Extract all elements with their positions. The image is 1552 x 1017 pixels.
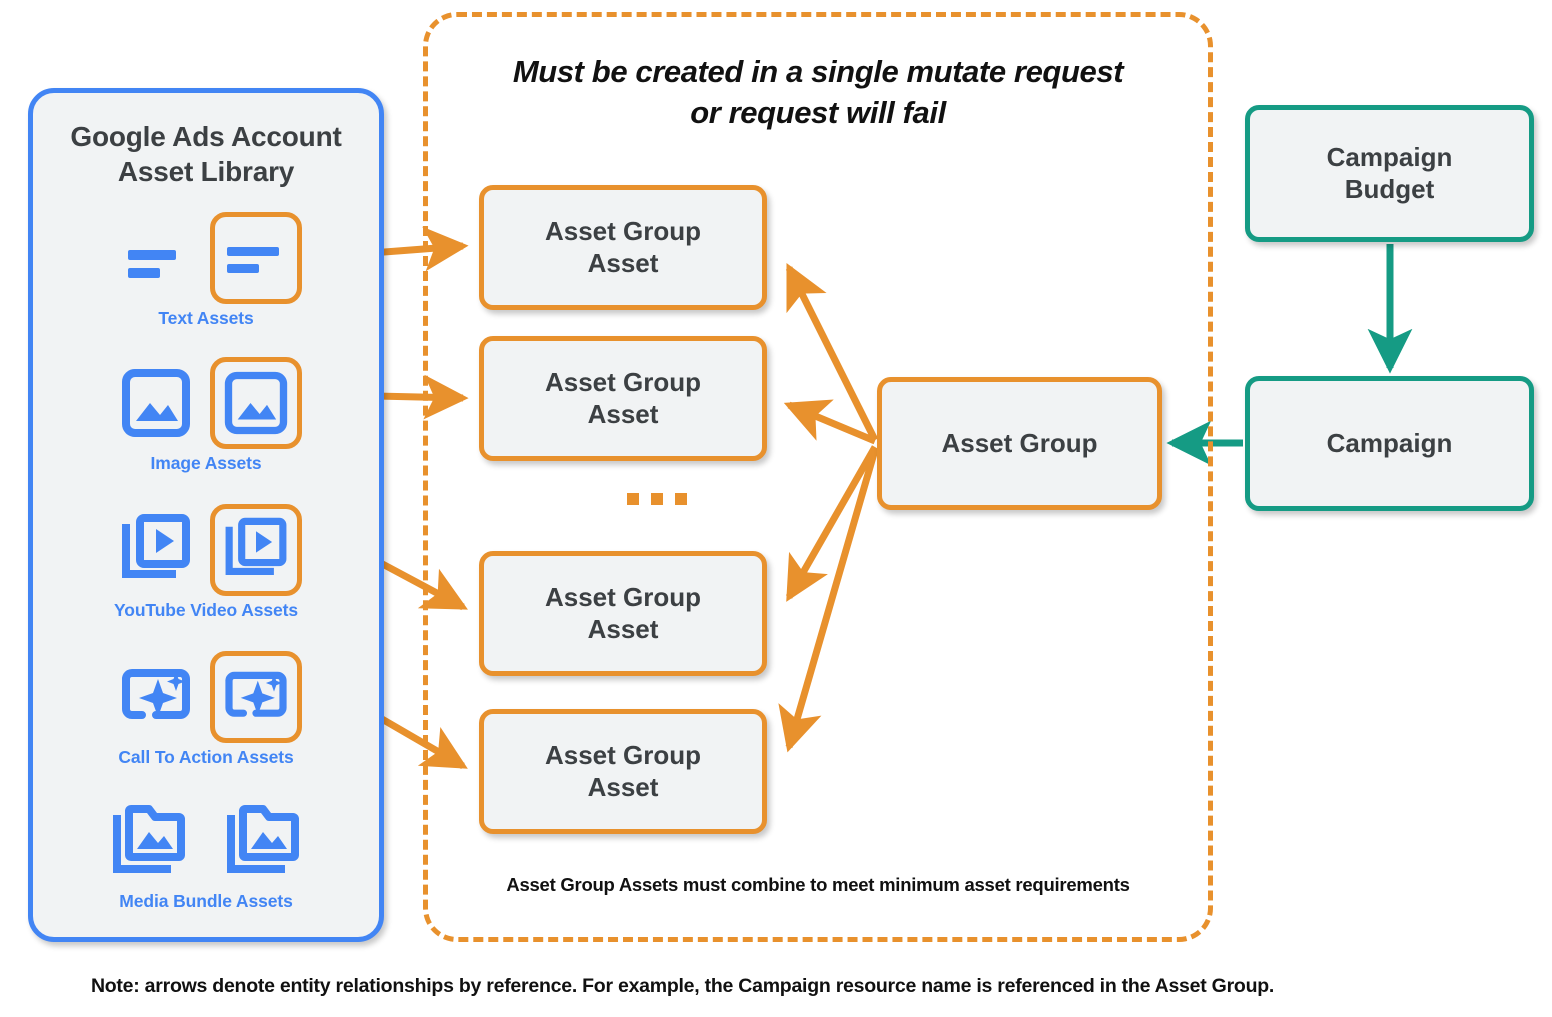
campaign-budget-line2: Budget	[1344, 173, 1435, 204]
aga-line1: Asset Group	[544, 366, 702, 397]
media-bundle-asset-icon	[103, 795, 195, 887]
asset-group-asset-node-4[interactable]: Asset Group Asset	[479, 709, 767, 834]
ellipsis-dot-2	[651, 493, 663, 505]
aga-line2: Asset	[587, 398, 659, 429]
aga-line2: Asset	[587, 247, 659, 278]
asset-library-title-line1: Google Ads Account	[70, 121, 342, 152]
asset-label-text: Text Assets	[158, 308, 254, 328]
ellipsis-indicator	[627, 493, 687, 505]
asset-icons-text	[33, 210, 379, 306]
youtube-video-asset-icon	[110, 504, 202, 596]
aga-line1: Asset Group	[544, 739, 702, 770]
asset-row-cta: Call To Action Assets	[33, 649, 379, 768]
media-bundle-asset-icon-2	[217, 795, 309, 887]
campaign-label: Campaign	[1326, 427, 1453, 458]
aga-line2: Asset	[587, 771, 659, 802]
asset-group-asset-node-2[interactable]: Asset Group Asset	[479, 336, 767, 461]
asset-group-asset-label-4: Asset Group Asset	[545, 740, 701, 803]
asset-label-image: Image Assets	[150, 453, 262, 473]
asset-library-title: Google Ads Account Asset Library	[33, 119, 379, 189]
asset-label-cta: Call To Action Assets	[118, 747, 294, 767]
asset-group-asset-label-1: Asset Group Asset	[545, 216, 701, 279]
asset-row-image: Image Assets	[33, 355, 379, 474]
text-asset-icon-selected[interactable]	[210, 212, 302, 304]
text-asset-icon	[110, 212, 202, 304]
campaign-budget-line1: Campaign	[1326, 141, 1453, 172]
mutate-request-container	[423, 12, 1213, 942]
asset-group-asset-label-3: Asset Group Asset	[545, 582, 701, 645]
asset-group-asset-node-1[interactable]: Asset Group Asset	[479, 185, 767, 310]
footer-note: Note: arrows denote entity relationships…	[90, 975, 1275, 997]
campaign-budget-node[interactable]: Campaign Budget	[1245, 105, 1534, 242]
mutate-title-line2: or request will fail	[690, 94, 946, 130]
asset-group-label: Asset Group	[941, 427, 1098, 458]
campaign-node[interactable]: Campaign	[1245, 376, 1534, 511]
ellipsis-dot-1	[627, 493, 639, 505]
asset-group-asset-label-2: Asset Group Asset	[545, 367, 701, 430]
image-asset-icon	[110, 357, 202, 449]
asset-group-node[interactable]: Asset Group	[877, 377, 1162, 510]
mutate-request-footnote: Asset Group Assets must combine to meet …	[506, 874, 1130, 895]
aga-line1: Asset Group	[544, 215, 702, 246]
asset-library-title-line2: Asset Library	[117, 156, 295, 187]
campaign-budget-label: Campaign Budget	[1327, 142, 1453, 205]
image-asset-icon-selected[interactable]	[210, 357, 302, 449]
aga-line2: Asset	[587, 613, 659, 644]
ellipsis-dot-3	[675, 493, 687, 505]
asset-row-text: Text Assets	[33, 210, 379, 329]
asset-icons-image	[33, 355, 379, 451]
youtube-video-asset-icon-selected[interactable]	[210, 504, 302, 596]
asset-group-asset-node-3[interactable]: Asset Group Asset	[479, 551, 767, 676]
asset-row-video: YouTube Video Assets	[33, 502, 379, 621]
asset-label-video: YouTube Video Assets	[113, 600, 299, 620]
aga-line1: Asset Group	[544, 581, 702, 612]
asset-icons-cta	[33, 649, 379, 745]
asset-label-media-bundle: Media Bundle Assets	[119, 891, 293, 911]
asset-icons-video	[33, 502, 379, 598]
asset-library-panel: Google Ads Account Asset Library	[28, 88, 384, 942]
call-to-action-asset-icon	[110, 651, 202, 743]
call-to-action-asset-icon-selected[interactable]	[210, 651, 302, 743]
mutate-request-title: Must be created in a single mutate reque…	[423, 52, 1213, 134]
asset-icons-media-bundle	[33, 793, 379, 889]
asset-row-media-bundle: Media Bundle Assets	[33, 793, 379, 912]
mutate-title-line1: Must be created in a single mutate reque…	[512, 54, 1124, 89]
